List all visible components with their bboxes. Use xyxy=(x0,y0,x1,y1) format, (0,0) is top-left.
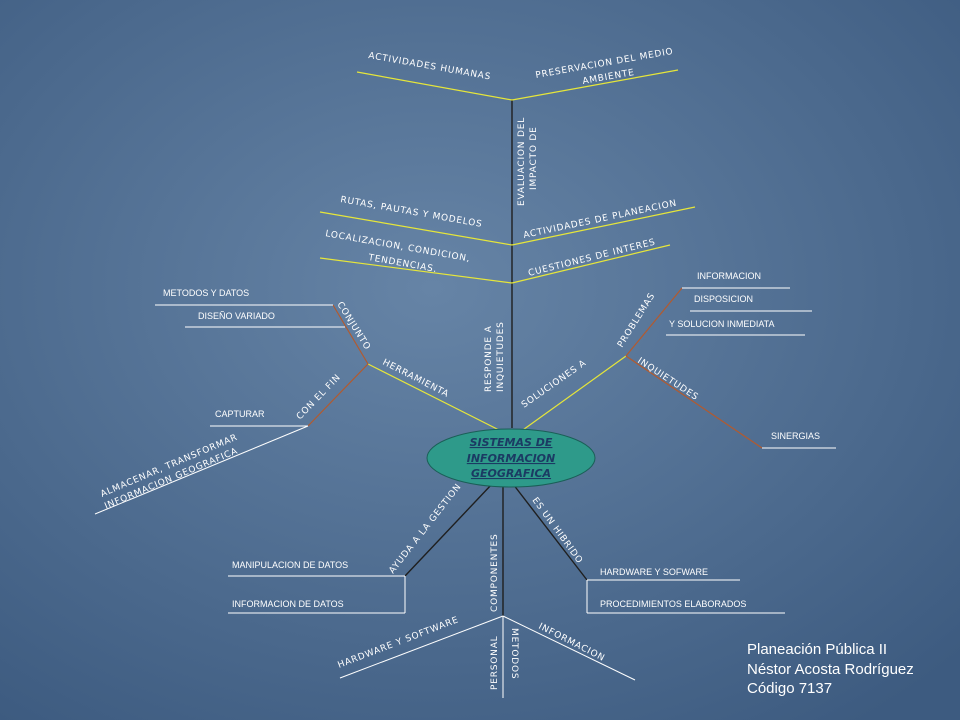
label-almacenar-2: INFORMACION GEOGRAFICA xyxy=(103,446,239,511)
connector xyxy=(319,257,513,284)
center-title-line2: INFORMACION xyxy=(467,452,555,465)
label-disposicion: DISPOSICION xyxy=(694,294,753,304)
connector xyxy=(339,615,504,679)
connector xyxy=(625,355,763,449)
label-soluciones-a: SOLUCIONES A xyxy=(520,358,589,410)
connector xyxy=(511,69,679,101)
connector xyxy=(94,425,309,515)
label-actividades-planeacion: ACTIVIDADES DE PLANEACION xyxy=(523,199,678,241)
connector xyxy=(307,363,369,427)
connector xyxy=(519,355,627,433)
label-responde-2: INQUIETUDES xyxy=(496,321,506,392)
label-sinergias: SINERGIAS xyxy=(771,431,820,441)
label-informacion-datos: INFORMACION DE DATOS xyxy=(232,599,344,609)
label-informacion-bottom: INFORMACION xyxy=(537,622,607,664)
author-name: Néstor Acosta Rodríguez xyxy=(747,660,914,678)
connector xyxy=(356,71,513,101)
label-ayuda-gestion: AYUDA A LA GESTION xyxy=(387,482,463,576)
course-code: Código 7137 xyxy=(747,680,833,697)
label-herramienta: HERRAMIENTA xyxy=(381,358,451,400)
connector xyxy=(511,206,696,246)
connector xyxy=(367,363,504,433)
label-evaluacion-2: IMPACTO DE xyxy=(529,126,539,190)
connector xyxy=(404,483,493,577)
label-diseno-variado: DISEÑO VARIADO xyxy=(198,311,275,321)
label-rutas: RUTAS, PAUTAS Y MODELOS xyxy=(339,195,483,230)
label-evaluacion-1: EVALUACION DEL xyxy=(517,117,527,206)
label-metodos: METODOS xyxy=(509,628,519,679)
author-credits: Planeación Pública II Néstor Acosta Rodr… xyxy=(747,640,914,699)
label-informacion-top: INFORMACION xyxy=(697,271,761,281)
label-capturar: CAPTURAR xyxy=(215,409,265,419)
label-procedimientos: PROCEDIMIENTOS ELABORADOS xyxy=(600,599,746,609)
label-personal: PERSONAL xyxy=(490,636,500,690)
label-conjunto: CONJUNTO xyxy=(334,300,372,352)
label-responde-1: RESPONDE A xyxy=(484,325,494,392)
center-title-line1: SISTEMAS DE xyxy=(470,436,553,449)
connector xyxy=(625,287,683,357)
label-metodos-datos: METODOS Y DATOS xyxy=(163,288,249,298)
label-cuestiones: CUESTIONES DE INTERES xyxy=(527,238,657,279)
connector xyxy=(512,483,588,581)
label-problemas: PROBLEMAS xyxy=(616,291,658,349)
connector xyxy=(511,244,671,284)
label-manipulacion: MANIPULACION DE DATOS xyxy=(232,560,348,570)
label-solucion: Y SOLUCION INMEDIATA xyxy=(669,319,775,329)
connector xyxy=(332,304,369,365)
label-es-un-hibrido: ES UN HIBRIDO xyxy=(530,496,585,566)
connector xyxy=(319,211,513,246)
center-title-line3: GEOGRAFICA xyxy=(471,467,551,480)
label-almacenar-1: ALMACENAR, TRANSFORMAR xyxy=(99,433,239,500)
center-node xyxy=(426,428,596,488)
label-componentes: COMPONENTES xyxy=(490,534,500,613)
connector xyxy=(502,615,636,681)
course-name: Planeación Pública II xyxy=(747,641,888,658)
label-inquietudes: INQUIETUDES xyxy=(635,356,700,403)
label-hardware-sofware: HARDWARE Y SOFWARE xyxy=(600,567,708,577)
label-hardware-software: HARDWARE Y SOFTWARE xyxy=(336,615,460,671)
